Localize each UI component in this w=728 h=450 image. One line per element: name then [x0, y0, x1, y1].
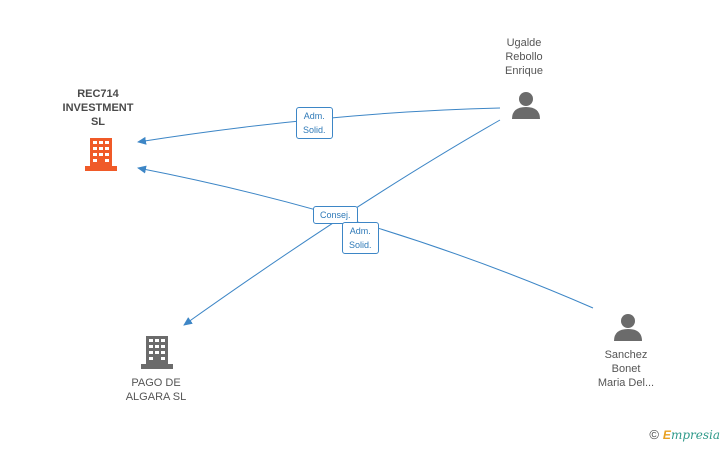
person-icon[interactable]: [512, 92, 540, 119]
edge-label-sanchez-rec714[interactable]: Adm. Solid.: [342, 222, 379, 254]
brand-logo-letter: E: [662, 428, 671, 442]
footer-brand[interactable]: ©Empresia: [649, 427, 720, 442]
company-label-rec714[interactable]: REC714 INVESTMENT SL: [62, 88, 134, 128]
copyright-symbol: ©: [649, 427, 659, 442]
building-icon[interactable]: [85, 138, 117, 171]
edge-label-ugalde-rec714[interactable]: Adm. Solid.: [296, 107, 333, 139]
company-label-pago[interactable]: PAGO DE ALGARA SL: [125, 377, 187, 403]
person-label-sanchez[interactable]: Sanchez Bonet Maria Del...: [597, 349, 655, 389]
person-label-ugalde[interactable]: Ugalde Rebollo Enrique: [505, 37, 543, 77]
edge-label-ugalde-pago[interactable]: Consej.: [313, 206, 358, 224]
person-icon[interactable]: [614, 314, 642, 341]
building-icon[interactable]: [141, 336, 173, 369]
brand-name: mpresia: [670, 428, 720, 442]
